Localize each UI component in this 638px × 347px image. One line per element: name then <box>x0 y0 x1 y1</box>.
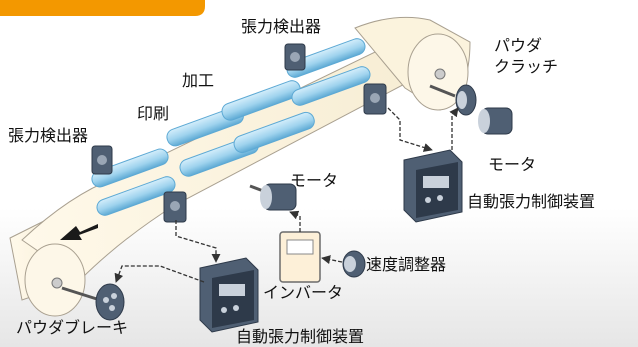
label-motor-center: モータ <box>290 171 339 190</box>
label-powder-brake: パウダブレーキ <box>16 318 129 337</box>
signal-lines <box>114 107 459 283</box>
auto-tension-controller-right <box>403 149 463 223</box>
label-powder-clutch-line1: パウダ <box>494 36 543 55</box>
speed-regulator <box>342 250 366 278</box>
label-powder-clutch: パウダ クラッチ <box>494 35 558 77</box>
label-printing: 印刷 <box>137 104 170 123</box>
motor-right <box>478 107 513 135</box>
tension-detector-top <box>284 43 387 115</box>
label-tension-detector-left: 張力検出器 <box>8 126 89 145</box>
label-speed-regulator: 速度調整器 <box>366 255 447 274</box>
tension-detector-left <box>91 145 187 223</box>
label-auto-tension-controller-bottom: 自動張力制御装置 <box>236 327 365 346</box>
material-web <box>9 16 471 317</box>
motor-center <box>249 183 297 211</box>
direction-arrow <box>60 224 98 240</box>
powder-brake <box>61 283 125 321</box>
label-motor-right: モータ <box>488 155 537 174</box>
accent-tab <box>0 0 205 16</box>
label-powder-clutch-line2: クラッチ <box>494 57 559 76</box>
auto-tension-controller-bottom <box>199 257 259 333</box>
label-auto-tension-controller-right: 自動張力制御装置 <box>467 192 596 211</box>
inverter <box>279 231 321 283</box>
rollers <box>91 38 371 216</box>
powder-clutch <box>429 84 477 116</box>
label-tension-detector-top: 張力検出器 <box>241 17 322 36</box>
label-inverter: インバータ <box>263 283 344 302</box>
label-processing: 加工 <box>182 71 215 90</box>
